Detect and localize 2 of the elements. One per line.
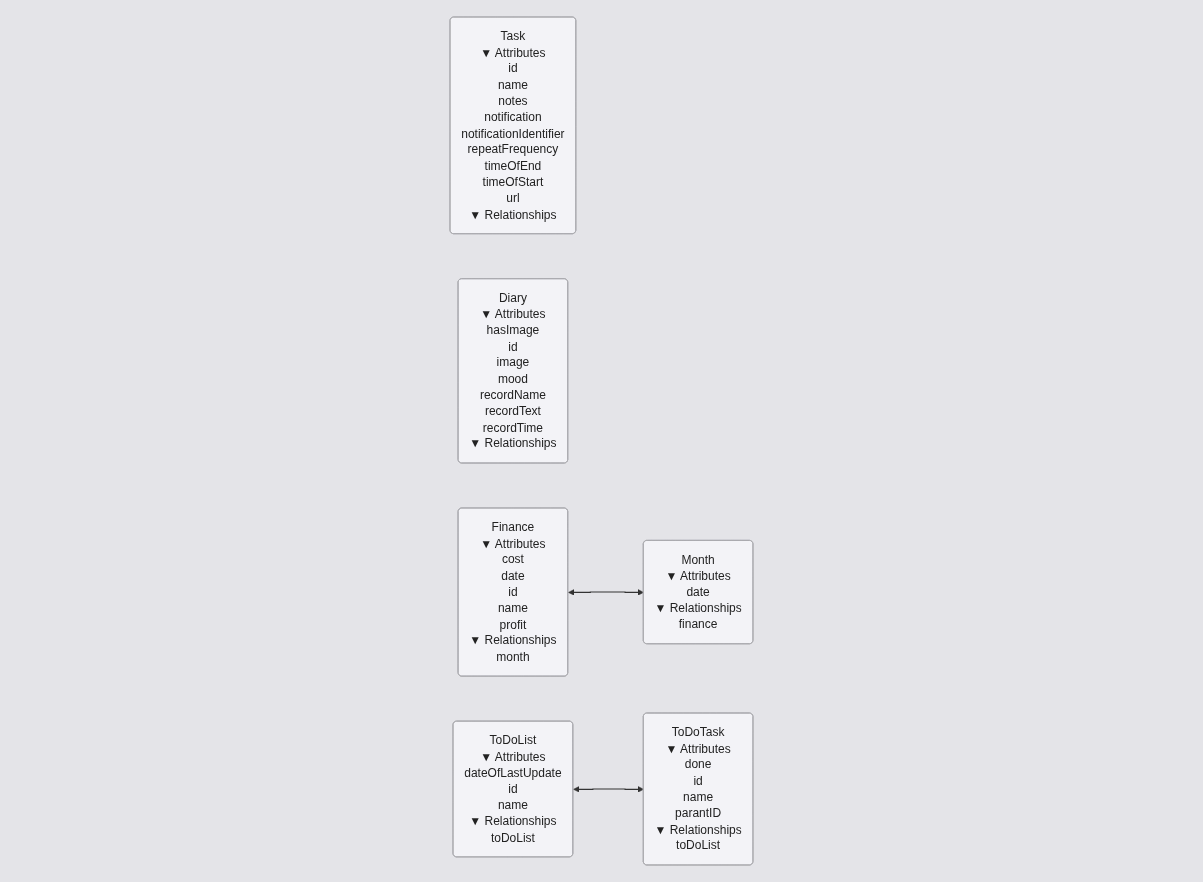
- arrow: [573, 786, 644, 793]
- arrow: [568, 589, 644, 596]
